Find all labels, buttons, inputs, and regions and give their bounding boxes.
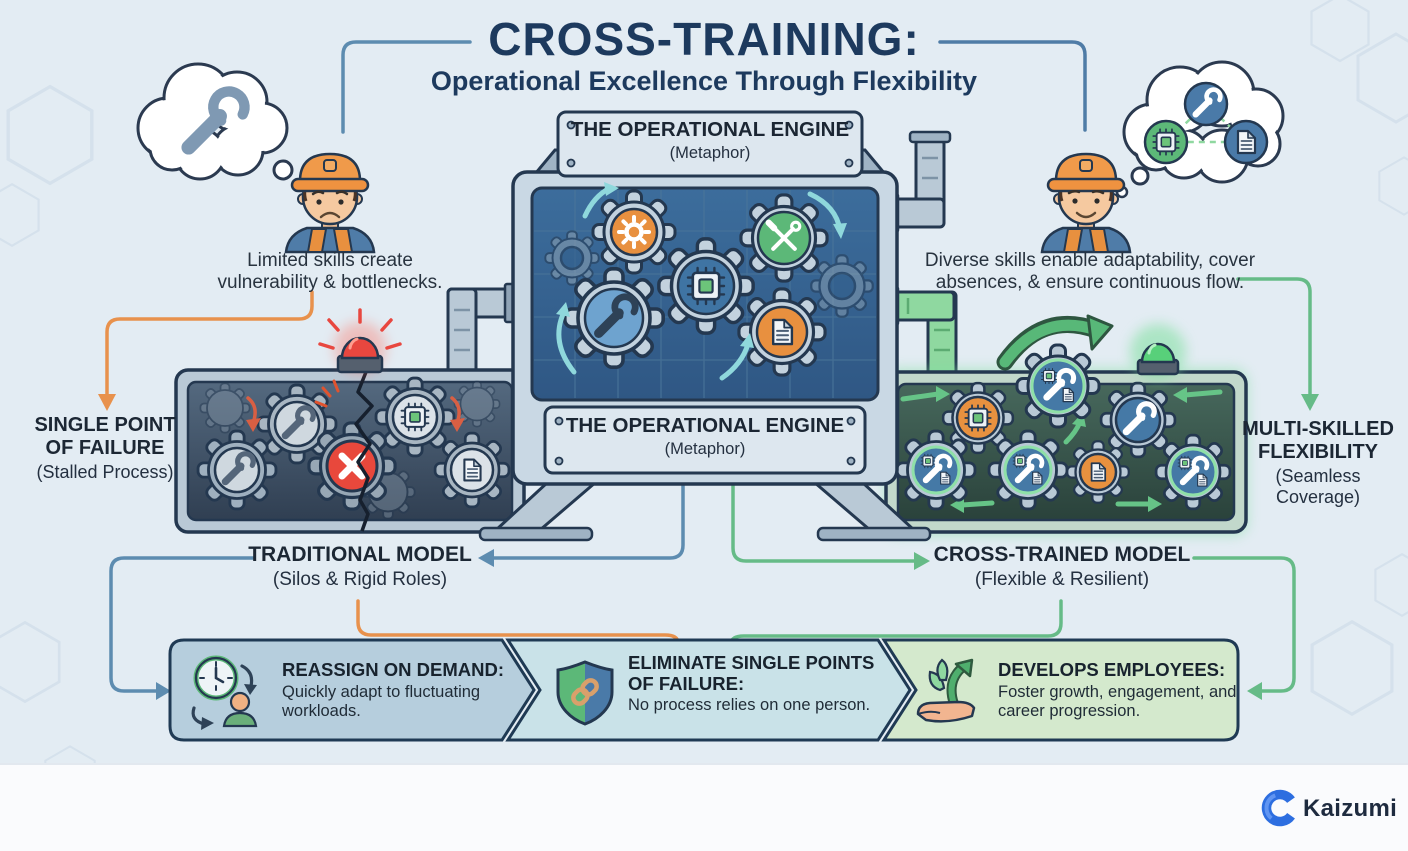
engine-plate-top — [556, 110, 864, 178]
screen-gear-wrench — [562, 266, 666, 370]
chip-icon — [1152, 128, 1180, 156]
hand-plant-growth-icon — [916, 658, 976, 723]
traditional-model-title: TRADITIONAL MODEL — [248, 543, 472, 566]
single-point-of-failure-label: SINGLE POINT OF FAILURE (Stalled Process… — [30, 414, 180, 483]
arrowhead-left-blue — [478, 549, 494, 567]
screen-gear-tools — [739, 193, 829, 283]
engine-subtitle-2: (Metaphor) — [664, 439, 746, 458]
benefit-section-reassign — [168, 638, 536, 742]
engine-foot-left — [478, 526, 594, 542]
engine-subtitle: (Metaphor) — [669, 143, 751, 162]
gear-wrench-2 — [196, 429, 278, 511]
connector-caption-to-single-point — [105, 290, 314, 398]
worker-cross-trained — [1040, 152, 1132, 254]
connector-crosstrained-to-banner-right — [1192, 556, 1296, 693]
connector-title-to-right-worker — [938, 40, 1087, 132]
traditional-model-subtitle: (Silos & Rigid Roles) — [272, 569, 448, 591]
gear-multi-2 — [987, 429, 1069, 511]
thought-cloud-multi-skill — [1115, 60, 1285, 199]
arrowhead-right-green — [914, 552, 930, 570]
engine-plate-bottom — [543, 405, 867, 475]
benefits-banner — [168, 638, 1240, 742]
page-subtitle: Operational Excellence Through Flexibili… — [430, 66, 978, 96]
worker-limited-skills — [284, 152, 376, 254]
gear-document — [433, 431, 511, 509]
left-worker-caption: Limited skills create vulnerability & bo… — [217, 250, 443, 294]
benefit-reassign: REASSIGN ON DEMAND: Quickly adapt to flu… — [282, 659, 512, 721]
engine-foot-right — [816, 526, 932, 542]
multi-skilled-title: MULTI-SKILLED FLEXIBILITY — [1242, 418, 1394, 463]
cross-trained-model-title: CROSS-TRAINED MODEL — [933, 543, 1191, 566]
gear-multi-3 — [1154, 433, 1232, 511]
benefit-eliminate: ELIMINATE SINGLE POINTS OF FAILURE: No p… — [628, 652, 878, 716]
red-arrows — [246, 396, 461, 422]
page-title-block: CROSS-TRAINING: Operational Excellence T… — [0, 16, 1408, 97]
arrowhead-right-blue — [156, 682, 171, 700]
cross-trained-model-panel — [884, 314, 1248, 536]
gear-wrench-1 — [256, 383, 338, 465]
cross-trained-model-subtitle: (Flexible & Resilient) — [974, 569, 1150, 591]
single-point-subtitle: (Stalled Process) — [36, 462, 174, 482]
connector-lines — [98, 40, 1319, 700]
benefit-develop-description: Foster growth, engagement, and career pr… — [998, 682, 1237, 720]
brand-name: Kaizumi — [1303, 795, 1398, 822]
chip-icon — [686, 266, 726, 306]
single-point-title: SINGLE POINT OF FAILURE — [34, 414, 176, 459]
arrowhead-down-orange — [98, 394, 116, 411]
cross-trained-model-label: CROSS-TRAINED MODEL (Flexible & Resilien… — [892, 543, 1232, 591]
engine-plate-bottom-text: THE OPERATIONAL ENGINE (Metaphor) — [557, 414, 853, 459]
benefit-develop: DEVELOPS EMPLOYEES: Foster growth, engag… — [998, 659, 1248, 721]
benefit-eliminate-description: No process relies on one person. — [628, 696, 871, 715]
screen-gear-doc — [737, 287, 827, 377]
connector-caption-to-multi-skilled — [1236, 277, 1312, 398]
gear-multi-top — [1015, 343, 1101, 429]
connector-traditional-to-banner — [109, 556, 255, 693]
connector-engine-to-crosstrained — [731, 468, 916, 563]
panel-crack — [354, 371, 374, 532]
red-siren-icon — [318, 308, 402, 374]
benefit-reassign-description: Quickly adapt to fluctuating workloads. — [282, 682, 481, 720]
benefit-eliminate-title: ELIMINATE SINGLE POINTS OF FAILURE: — [628, 652, 875, 694]
footer-strip — [0, 763, 1408, 851]
page-title: CROSS-TRAINING: — [488, 13, 920, 65]
arrowhead-down-green — [1301, 394, 1319, 411]
operational-engine — [478, 110, 932, 542]
traditional-model-label: TRADITIONAL MODEL (Silos & Rigid Roles) — [200, 543, 520, 591]
document-icon — [771, 318, 794, 346]
screen-gear-faint-2 — [810, 254, 874, 318]
multi-skilled-subtitle: (Seamless Coverage) — [1275, 466, 1361, 507]
gear-doc-orange — [1066, 440, 1130, 504]
clock-person-cycle-icon — [191, 655, 258, 730]
connector-engine-to-traditional — [492, 468, 685, 560]
document-icon — [1236, 129, 1257, 155]
gear-multi-1 — [895, 429, 977, 511]
green-siren-icon — [1130, 324, 1186, 380]
screen-gear-chip — [657, 237, 755, 335]
shield-chain-icon — [556, 660, 614, 726]
benefit-develop-title: DEVELOPS EMPLOYEES: — [998, 659, 1226, 680]
engine-plate-top-text: THE OPERATIONAL ENGINE (Metaphor) — [562, 118, 858, 163]
smile-mouth — [1075, 211, 1097, 219]
sad-mouth — [319, 211, 341, 219]
connector-title-to-left-worker — [341, 40, 472, 134]
arrowhead-left-green — [1247, 682, 1262, 700]
screen-gear-settings — [591, 189, 677, 275]
gear-chip-orange — [941, 381, 1015, 455]
benefit-reassign-title: REASSIGN ON DEMAND: — [282, 659, 505, 680]
thought-cloud-wrench — [136, 62, 310, 193]
gear-chip — [374, 376, 456, 458]
benefit-section-eliminate — [505, 638, 912, 742]
engine-title-2: THE OPERATIONAL ENGINE — [565, 414, 845, 437]
screen-gear-faint-1 — [544, 230, 600, 286]
multi-skilled-flexibility-label: MULTI-SKILLED FLEXIBILITY (Seamless Cove… — [1242, 418, 1394, 507]
engine-title: THE OPERATIONAL ENGINE — [570, 118, 850, 141]
gear-wrench-blue — [1099, 381, 1177, 459]
gear-failure-x — [307, 421, 397, 511]
right-worker-caption: Diverse skills enable adaptability, cove… — [924, 250, 1256, 294]
rotation-arrow-icon — [996, 314, 1114, 371]
